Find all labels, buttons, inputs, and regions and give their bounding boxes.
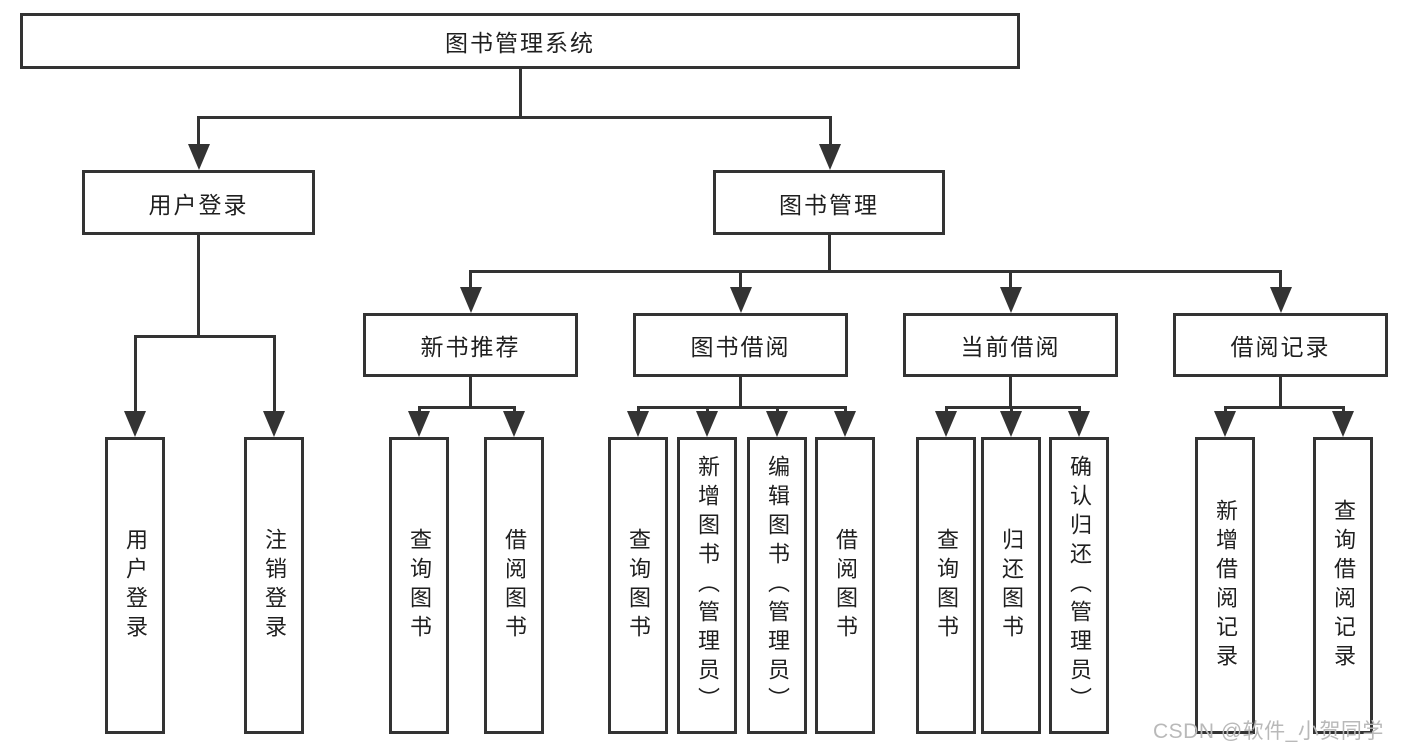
connector-line: [469, 269, 472, 294]
arrowhead-down-icon: [408, 411, 430, 437]
leaf-return-books: 归还图书: [981, 437, 1041, 734]
leaf-query-borrow-record-label: 查询借阅记录: [1331, 498, 1356, 673]
arrowhead-down-icon: [1000, 411, 1022, 437]
arrowhead-down-icon: [766, 411, 788, 437]
connector-line: [272, 334, 276, 418]
arrowhead-down-icon: [503, 411, 525, 437]
connector-line: [636, 405, 847, 409]
node-new-book-recommend-label: 新书推荐: [420, 334, 521, 360]
connector-line: [133, 334, 276, 338]
arrowhead-down-icon: [1269, 287, 1292, 313]
arrowhead-down-icon: [819, 144, 841, 170]
leaf-current-query-books: 查询图书: [916, 437, 976, 734]
connector-line: [197, 235, 200, 338]
connector-line: [944, 405, 1081, 409]
connector-line: [518, 69, 522, 119]
arrowhead-down-icon: [834, 411, 856, 437]
arrowhead-down-icon: [627, 411, 649, 437]
node-current-borrow-label: 当前借阅: [960, 334, 1061, 360]
connector-line: [469, 269, 1282, 273]
leaf-logout: 注销登录: [244, 437, 304, 734]
connector-line: [1009, 377, 1012, 409]
node-book-management-branch-label: 图书管理: [779, 191, 879, 218]
node-book-borrow: 图书借阅: [633, 313, 848, 377]
arrowhead-down-icon: [999, 287, 1022, 313]
leaf-recommend-borrow-books-label: 借阅图书: [502, 527, 527, 644]
leaf-recommend-borrow-books: 借阅图书: [484, 437, 544, 734]
arrowhead-down-icon: [124, 411, 146, 437]
arrowhead-down-icon: [459, 287, 482, 313]
leaf-query-borrow-record: 查询借阅记录: [1313, 437, 1373, 734]
leaf-borrow-query-books-label: 查询图书: [626, 527, 651, 644]
node-current-borrow: 当前借阅: [903, 313, 1118, 377]
leaf-recommend-query-books: 查询图书: [389, 437, 449, 734]
arrowhead-down-icon: [187, 144, 210, 170]
connector-line: [133, 334, 137, 418]
leaf-add-books-admin-label: 新增图书（管理员）: [695, 455, 720, 716]
connector-line: [469, 377, 472, 409]
leaf-edit-books-admin-label: 编辑图书（管理员）: [765, 455, 790, 716]
leaf-add-borrow-record-label: 新增借阅记录: [1213, 498, 1238, 673]
connector-line: [1009, 269, 1012, 294]
leaf-logout-label: 注销登录: [262, 527, 287, 644]
leaf-confirm-return-admin-label: 确认归还（管理员）: [1067, 455, 1092, 716]
node-book-borrow-label: 图书借阅: [690, 334, 791, 360]
leaf-recommend-query-books-label: 查询图书: [407, 527, 432, 644]
leaf-add-borrow-record: 新增借阅记录: [1195, 437, 1255, 734]
connector-line: [739, 269, 742, 294]
node-new-book-recommend: 新书推荐: [363, 313, 578, 377]
connector-line: [827, 235, 831, 273]
node-user-login-branch: 用户登录: [82, 170, 315, 235]
arrowhead-down-icon: [1214, 411, 1236, 437]
arrowhead-down-icon: [696, 411, 718, 437]
connector-line: [828, 115, 832, 151]
connector-line: [1279, 269, 1282, 294]
leaf-borrow-books-label: 借阅图书: [833, 527, 858, 644]
node-user-login-branch-label: 用户登录: [148, 191, 249, 218]
watermark-text: CSDN @软件_小贺同学: [1153, 720, 1384, 743]
leaf-user-login-label: 用户登录: [123, 527, 148, 644]
connector-line: [197, 115, 832, 119]
leaf-edit-books-admin: 编辑图书（管理员）: [747, 437, 807, 734]
leaf-current-query-books-label: 查询图书: [934, 527, 959, 644]
arrowhead-down-icon: [935, 411, 957, 437]
connector-line: [1223, 405, 1345, 409]
node-borrow-records: 借阅记录: [1173, 313, 1388, 377]
leaf-return-books-label: 归还图书: [999, 527, 1024, 644]
leaf-borrow-query-books: 查询图书: [608, 437, 668, 734]
node-system-root: 图书管理系统: [20, 13, 1020, 69]
arrowhead-down-icon: [1332, 411, 1354, 437]
node-system-root-label: 图书管理系统: [445, 30, 595, 56]
connector-line: [197, 115, 200, 151]
connector-line: [1279, 377, 1282, 409]
node-borrow-records-label: 借阅记录: [1230, 334, 1331, 360]
connector-line: [417, 405, 516, 409]
leaf-user-login: 用户登录: [105, 437, 165, 734]
arrowhead-down-icon: [729, 287, 752, 313]
connector-line: [739, 377, 742, 409]
arrowhead-down-icon: [1068, 411, 1090, 437]
node-book-management-branch: 图书管理: [713, 170, 945, 235]
leaf-confirm-return-admin: 确认归还（管理员）: [1049, 437, 1109, 734]
arrowhead-down-icon: [263, 411, 285, 437]
leaf-borrow-books: 借阅图书: [815, 437, 875, 734]
leaf-add-books-admin: 新增图书（管理员）: [677, 437, 737, 734]
